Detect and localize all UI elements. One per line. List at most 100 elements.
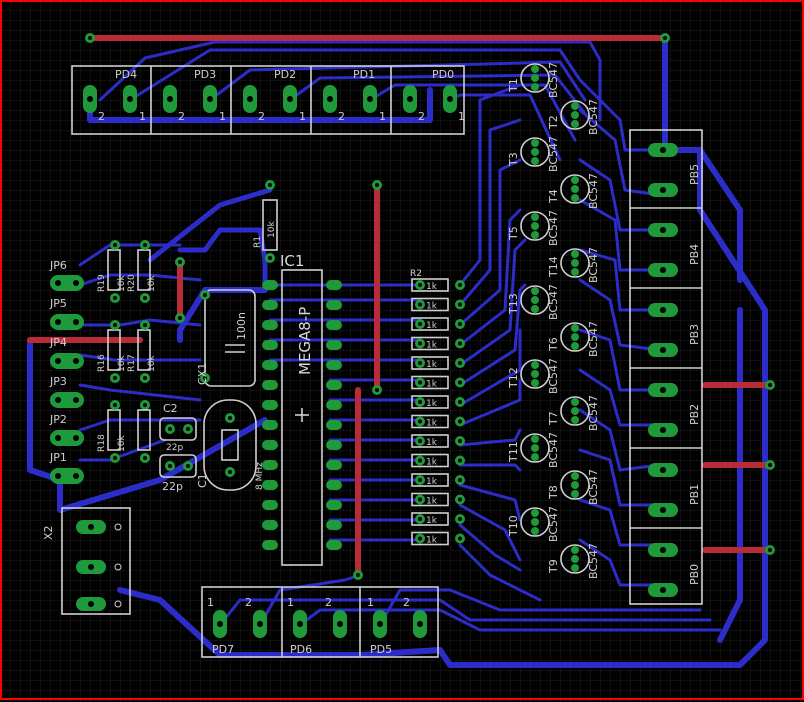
transistor-ref: T13 — [507, 293, 520, 315]
resistor-ref: R1 — [253, 236, 263, 248]
connector-pd0: PD0 2 1 — [403, 68, 465, 123]
resistor-value: 1k — [426, 380, 438, 390]
transistor-ref: T10 — [507, 515, 520, 537]
jumper-block: JP6 JP5 JP4 JP3 JP2 JP1 — [49, 259, 84, 484]
resistor-value: 1k — [426, 302, 438, 312]
connector-label: PB1 — [688, 484, 701, 505]
pin-label: 1 — [367, 596, 374, 609]
transistor-ref: T3 — [507, 152, 520, 167]
transistor-ref: T8 — [547, 485, 560, 500]
connector-pb5: PB5 — [630, 143, 702, 209]
resistor-r19: R19 10k — [97, 240, 127, 303]
connector-pd2: PD2 2 1 — [243, 66, 312, 134]
resistor-array-row: 1k — [411, 356, 465, 370]
transistor-value: BC547 — [587, 395, 600, 431]
resistor-value: 1k — [426, 419, 438, 429]
pin-label: 2 — [403, 596, 410, 609]
ic-value: MEGA8-P — [296, 307, 314, 375]
transistor-value: BC547 — [587, 469, 600, 505]
transistor-value: BC547 — [547, 210, 560, 246]
resistor-value: 1k — [426, 321, 438, 331]
transistor-ref: T2 — [547, 115, 560, 130]
resistor-r17: R17 10k — [127, 320, 157, 383]
connector-label: PB4 — [688, 244, 701, 265]
connector-pd5: 1 2 PD5 — [367, 596, 427, 656]
resistor-r1: R1 10k — [253, 199, 278, 263]
transistor-ref: T9 — [547, 559, 560, 574]
connector-ref: X2 — [42, 525, 55, 540]
connector-pd3: PD3 2 1 — [163, 66, 232, 134]
resistor-array-row: 1k — [411, 395, 465, 409]
resistor-array-row: 1k — [411, 317, 465, 331]
resistor-value: 10k — [117, 355, 127, 372]
resistor-ref: R2 — [410, 269, 422, 279]
connector-label: PD1 — [353, 68, 375, 81]
connector-pd6: 1 2 PD6 — [287, 596, 347, 656]
resistor-array-row: 1k — [411, 375, 465, 390]
resistor-value: 1k — [426, 282, 438, 292]
ic1-mega8: IC1 MEGA8-P — [262, 252, 342, 566]
capacitor-value: 22p — [162, 480, 183, 493]
ic-ref: IC1 — [280, 252, 304, 270]
transistor-ref: T14 — [547, 256, 560, 278]
connector-label: PB5 — [688, 164, 701, 185]
jumper-label: JP6 — [49, 259, 67, 272]
pin-label: 2 — [178, 110, 185, 123]
transistor-ref: T12 — [507, 367, 520, 389]
pin-label: 2 — [418, 110, 425, 123]
jumper-jp1: JP1 — [49, 451, 84, 484]
capacitor-cx1: CX1 100n — [196, 289, 256, 387]
pin-label: 1 — [458, 110, 465, 123]
resistor-ref: R20 — [127, 274, 137, 292]
pin-label: 2 — [245, 596, 252, 609]
ic-left-pins — [262, 280, 278, 550]
resistor-array-row: 1k — [411, 414, 465, 429]
connector-pd7: 1 2 PD7 — [207, 596, 267, 656]
resistor-array-row: 1k — [411, 278, 465, 292]
resistor-r18: R18 10k — [97, 400, 151, 463]
connector-label: PD2 — [274, 68, 296, 81]
resistor-value: 1k — [426, 477, 438, 487]
capacitor-value: 22p — [166, 443, 183, 453]
transistor-value: BC547 — [587, 543, 600, 579]
jumper-jp4: JP4 — [49, 336, 84, 369]
jumper-label: JP1 — [49, 451, 67, 464]
jumper-jp5: JP5 — [49, 297, 84, 330]
resistor-value: 1k — [426, 516, 438, 526]
bottom-connector-block: 1 2 PD7 1 2 PD6 1 2 PD5 — [201, 586, 439, 658]
capacitor-ref: C1 — [196, 473, 209, 488]
transistor-value: BC547 — [547, 284, 560, 320]
ic-right-pins — [326, 280, 342, 550]
capacitor-ref: CX1 — [196, 363, 209, 385]
resistor-value: 10k — [117, 275, 127, 292]
connector-pd4: PD4 2 1 — [83, 66, 152, 134]
resistor-ref: R17 — [127, 354, 137, 372]
pin-label: 1 — [207, 596, 214, 609]
side-resistors: R19 10k R20 10k R16 10k R17 10k — [97, 240, 157, 463]
transistor-ref: T6 — [547, 337, 560, 352]
connector-label: PD6 — [290, 643, 312, 656]
resistor-value: 10k — [147, 275, 157, 292]
resistor-ref: R16 — [97, 354, 107, 372]
transistor-value: BC547 — [587, 247, 600, 283]
pin-label: 2 — [338, 110, 345, 123]
connector-label: PD0 — [432, 68, 454, 81]
resistor-value: 10k — [267, 221, 277, 238]
connector-pb2: PB2 — [630, 383, 702, 449]
transistor-ref: T11 — [507, 441, 520, 463]
capacitor-c2: C2 22p — [159, 402, 197, 453]
resistor-array-row: 1k — [411, 336, 465, 351]
connector-pb4: PB4 — [630, 223, 702, 289]
right-connector-block: PB5 PB4 PB3 PB2 PB1 PB — [629, 129, 703, 605]
resistor-value: 1k — [426, 399, 438, 409]
jumper-jp2: JP2 — [49, 413, 84, 446]
